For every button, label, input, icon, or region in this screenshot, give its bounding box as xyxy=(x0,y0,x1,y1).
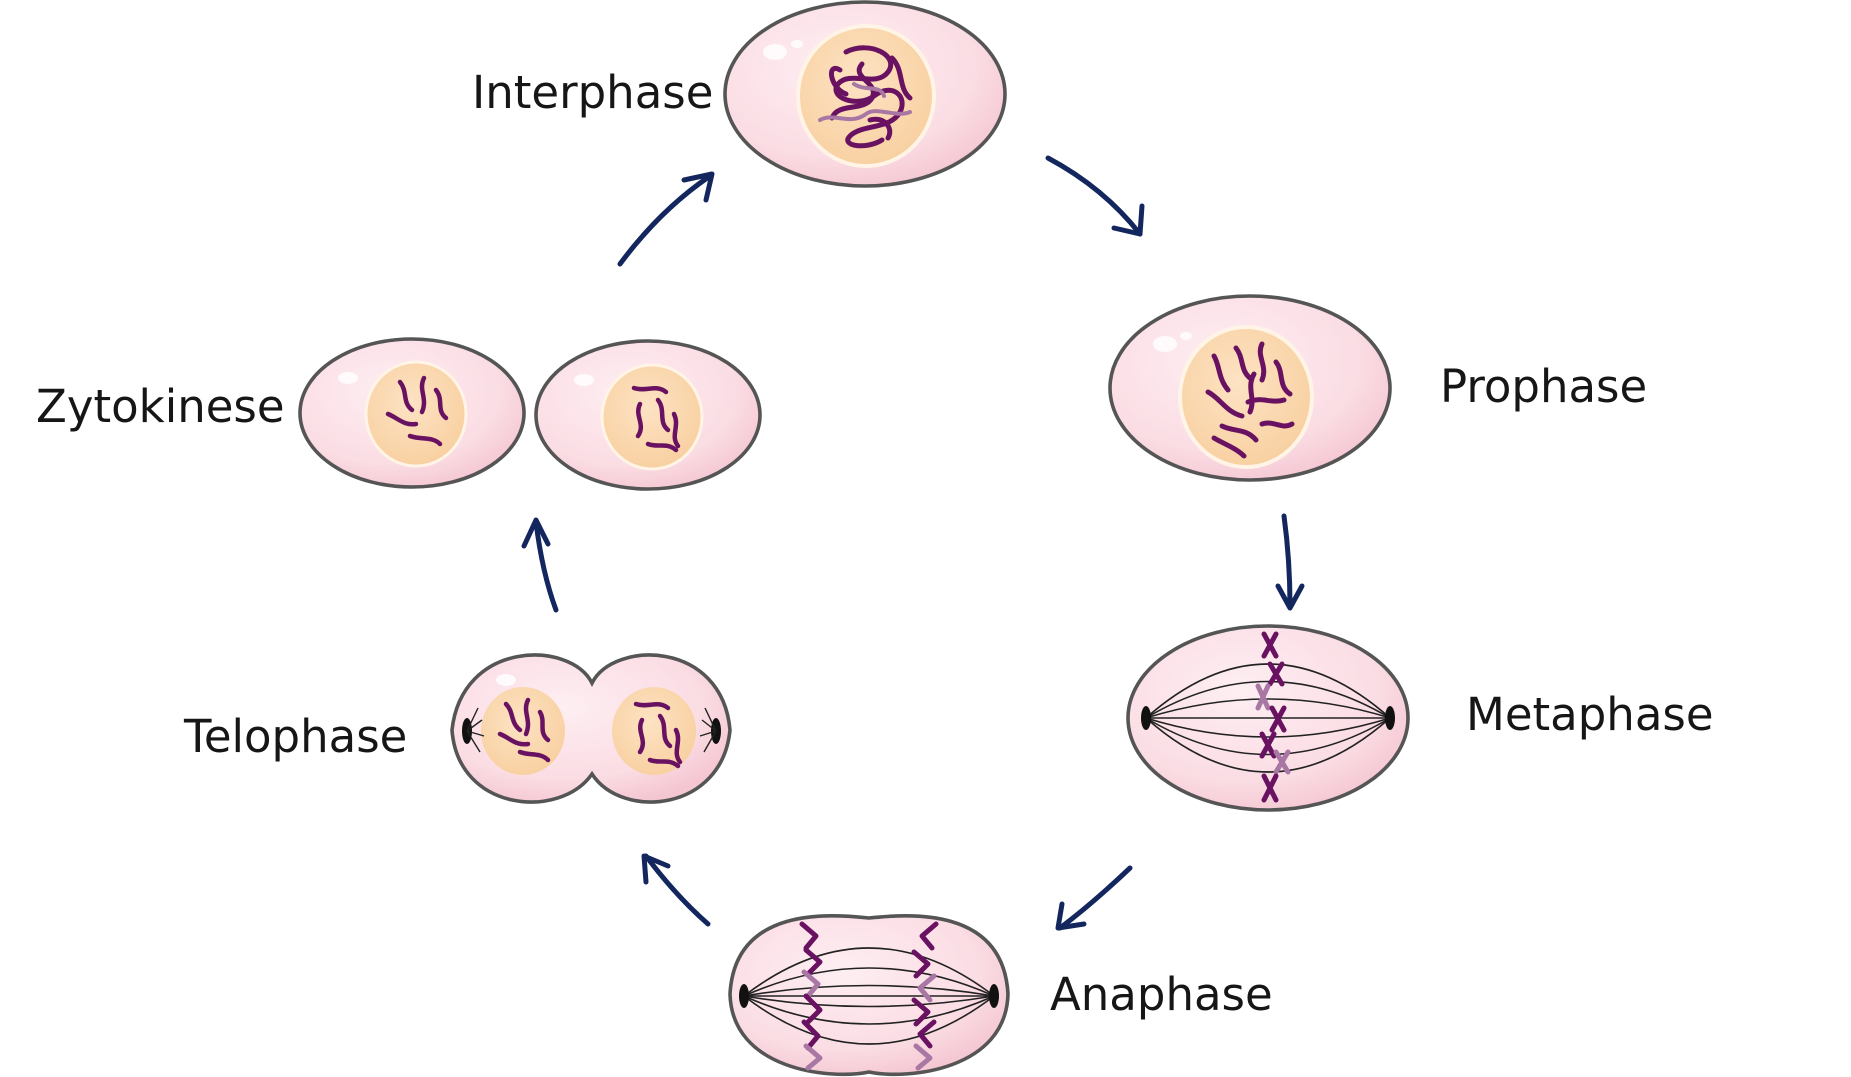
interphase-chromatin-light xyxy=(818,82,912,122)
cytokinesis-left-highlight xyxy=(338,372,358,384)
cytokinesis-right-chromosomes xyxy=(631,385,681,453)
telophase-right-chromosomes xyxy=(633,701,683,769)
cytokinesis-left-chromosomes xyxy=(385,375,449,447)
interphase-highlight-small xyxy=(791,40,803,48)
anaphase-label: Anaphase xyxy=(1050,968,1273,1021)
arrow-anaphase-to-telophase xyxy=(641,853,711,927)
prophase-group xyxy=(1108,294,1392,482)
telophase-label: Telophase xyxy=(183,710,407,763)
arrow-prophase-to-metaphase xyxy=(1275,513,1305,611)
metaphase-chromosomes xyxy=(1255,631,1291,803)
cytokinesis-right-nucleus xyxy=(600,363,704,471)
interphase-label: Interphase xyxy=(472,66,713,119)
prophase-nucleus xyxy=(1178,325,1314,469)
cytokinesis-left-nucleus xyxy=(364,360,468,468)
anaphase-right-pole xyxy=(989,984,999,1008)
arrow-metaphase-to-anaphase xyxy=(1055,865,1133,931)
telophase-astral-fibers xyxy=(466,707,717,753)
metaphase-label: Metaphase xyxy=(1466,688,1714,741)
metaphase-left-pole xyxy=(1141,706,1151,730)
metaphase-right-pole xyxy=(1385,706,1395,730)
anaphase-spindle-fibers xyxy=(743,947,995,1045)
arrow-telophase-to-cytokinesis xyxy=(521,517,559,613)
interphase-nucleus xyxy=(796,24,936,168)
prophase-chromosomes xyxy=(1205,341,1295,459)
anaphase-cell-membrane xyxy=(728,914,1010,1077)
interphase-highlight xyxy=(763,44,787,60)
arrow-cytokinesis-to-interphase xyxy=(617,171,715,267)
anaphase-left-pole xyxy=(739,984,749,1008)
prophase-highlight xyxy=(1153,336,1177,352)
telophase-left-chromosomes xyxy=(497,697,551,763)
telophase-group xyxy=(450,653,732,804)
interphase-chromatin xyxy=(829,45,913,149)
interphase-group xyxy=(723,0,1007,188)
cytokinesis-right-highlight xyxy=(574,374,594,386)
cytokinesis-label: Zytokinese xyxy=(36,380,285,433)
prophase-highlight-small xyxy=(1180,332,1192,340)
telophase-highlight xyxy=(496,674,516,686)
anaphase-group xyxy=(728,914,1010,1077)
arrow-interphase-to-prophase xyxy=(1045,155,1145,237)
prophase-label: Prophase xyxy=(1440,360,1647,413)
cytokinesis-group xyxy=(298,337,762,491)
anaphase-right-chromosomes xyxy=(911,921,939,1071)
metaphase-group xyxy=(1126,624,1410,812)
telophase-left-nucleus xyxy=(481,687,565,775)
anaphase-left-chromosomes xyxy=(799,921,823,1071)
